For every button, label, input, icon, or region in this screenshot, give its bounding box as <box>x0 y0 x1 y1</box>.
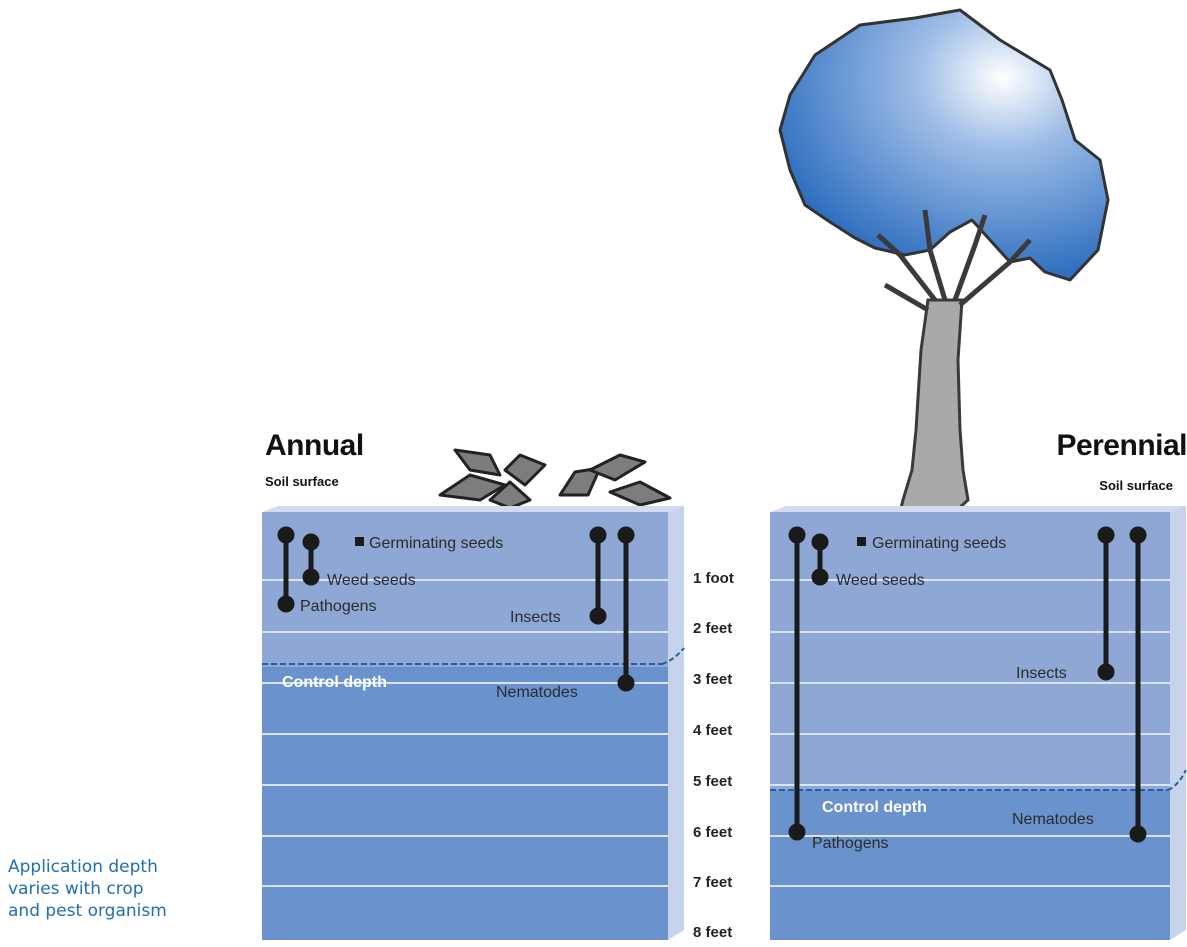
annual-range-bars <box>277 526 635 692</box>
caption-line-3: and pest organism <box>8 901 167 921</box>
annual-insects-label: Insects <box>510 609 561 626</box>
depth-label-2: 2 feet <box>693 620 732 637</box>
depth-label-3: 3 feet <box>693 671 732 688</box>
perennial-range-bars <box>788 526 1147 843</box>
perennial-block-top <box>770 506 1186 512</box>
annual-surface-label: Soil surface <box>265 474 339 489</box>
caption-line-1: Application depth <box>8 857 158 877</box>
perennial-block-side <box>1170 506 1186 940</box>
annual-soil-block: Annual Soil surface Germinating seeds We… <box>262 429 685 940</box>
depth-label-4: 4 feet <box>693 722 732 739</box>
depth-label-8: 8 feet <box>693 924 732 941</box>
annual-block-top <box>262 506 684 512</box>
annual-control-depth-label: Control depth <box>282 674 387 691</box>
annual-block-side <box>668 506 684 940</box>
annual-weed-seeds-label: Weed seeds <box>327 572 416 589</box>
perennial-soil-block: Perennial Soil surface Germinating seeds… <box>770 429 1187 940</box>
annual-nematodes-label: Nematodes <box>496 684 578 701</box>
annual-germinating-label: Germinating seeds <box>369 535 503 552</box>
perennial-pathogens-label: Pathogens <box>812 835 889 852</box>
perennial-weed-seeds-label: Weed seeds <box>836 572 925 589</box>
depth-label-7: 7 feet <box>693 874 732 891</box>
tree-illustration <box>778 8 1110 514</box>
perennial-nematodes-label: Nematodes <box>1012 811 1094 828</box>
caption-line-2: varies with crop <box>8 879 144 899</box>
depth-label-5: 5 feet <box>693 773 732 790</box>
tree-canopy <box>778 8 1110 282</box>
perennial-soil-deep <box>770 790 1170 940</box>
perennial-soil-shallow <box>770 512 1170 790</box>
tree-branches <box>876 209 1032 313</box>
tree-trunk <box>898 298 970 514</box>
annual-title: Annual <box>265 429 364 462</box>
depth-scale: 1 foot 2 feet 3 feet 4 feet 5 feet 6 fee… <box>693 570 734 941</box>
perennial-title: Perennial <box>1056 429 1187 462</box>
depth-label-6: 6 feet <box>693 824 732 841</box>
plant-illustration <box>438 448 672 510</box>
annual-pathogens-label: Pathogens <box>300 598 377 615</box>
perennial-control-depth-label: Control depth <box>822 799 927 816</box>
annual-soil-deep <box>262 667 668 940</box>
perennial-foot-lines <box>770 579 1170 887</box>
perennial-surface-label: Soil surface <box>1099 478 1173 493</box>
perennial-insects-label: Insects <box>1016 665 1067 682</box>
depth-label-1: 1 foot <box>693 570 734 587</box>
perennial-germinating-label: Germinating seeds <box>872 535 1006 552</box>
figure-caption: Application depth varies with crop and p… <box>8 856 208 922</box>
